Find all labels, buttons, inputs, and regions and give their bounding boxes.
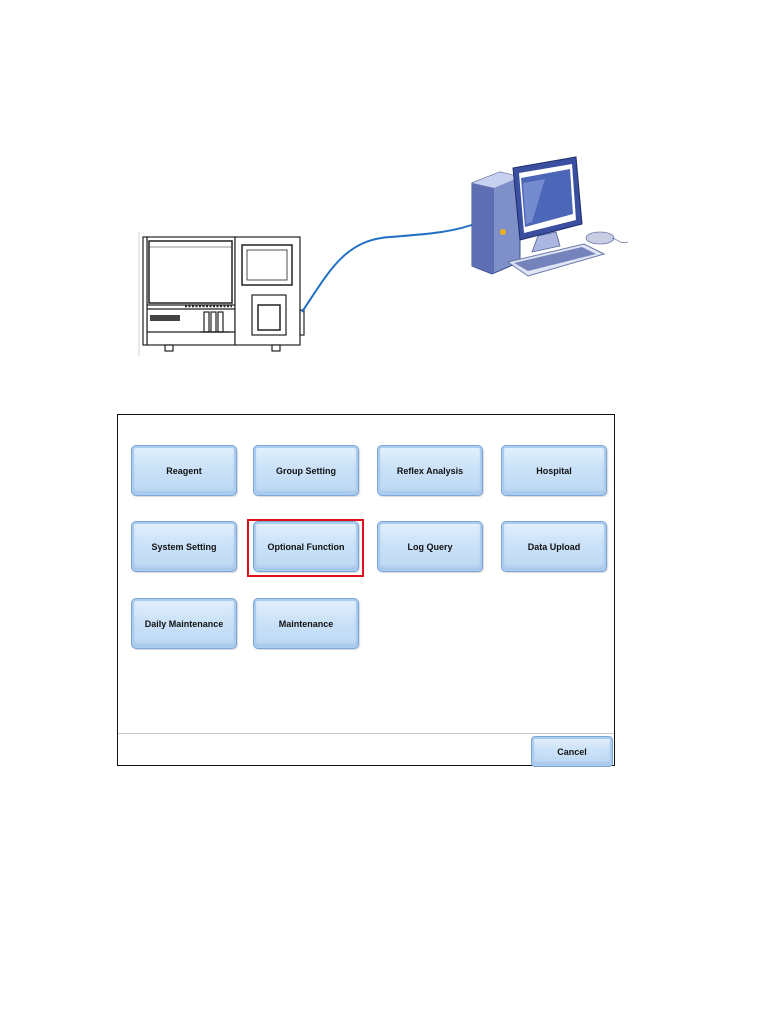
log-query-button[interactable]: Log Query [377, 521, 483, 572]
daily-maintenance-button[interactable]: Daily Maintenance [131, 598, 237, 649]
group-setting-button[interactable]: Group Setting [253, 445, 359, 496]
cancel-button[interactable]: Cancel [531, 736, 613, 767]
hospital-button[interactable]: Hospital [501, 445, 607, 496]
maintenance-button[interactable]: Maintenance [253, 598, 359, 649]
cable-icon [301, 221, 481, 313]
reagent-button[interactable]: Reagent [131, 445, 237, 496]
optional-function-button[interactable]: Optional Function [253, 521, 359, 572]
data-upload-button[interactable]: Data Upload [501, 521, 607, 572]
reflex-analysis-button[interactable]: Reflex Analysis [377, 445, 483, 496]
footer-divider [118, 733, 614, 734]
system-setting-button[interactable]: System Setting [131, 521, 237, 572]
analyzer-icon [138, 232, 305, 356]
connection-illustration [0, 0, 768, 380]
computer-icon [471, 156, 629, 277]
settings-menu-panel: Reagent Group Setting Reflex Analysis Ho… [117, 414, 615, 767]
